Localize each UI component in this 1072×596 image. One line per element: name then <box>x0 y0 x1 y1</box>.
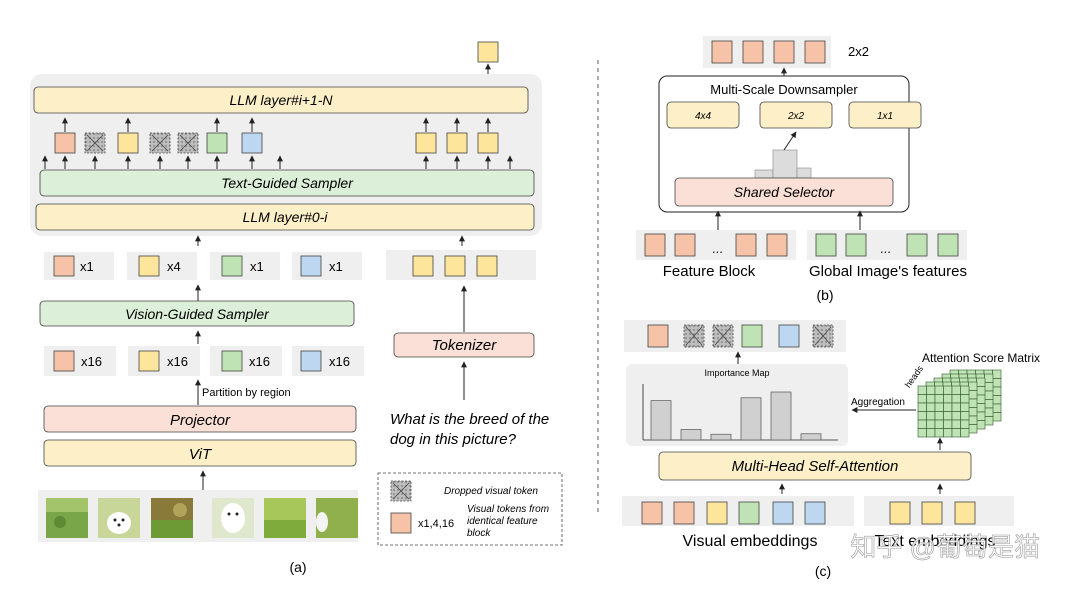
sampled-count-row: x1 x4 x1 x1 <box>44 252 362 280</box>
token-orange <box>54 132 76 154</box>
importance-bars <box>650 391 822 441</box>
ellipsis: ... <box>712 241 723 256</box>
importance-bar <box>710 433 732 441</box>
llm-bottom-label: LLM layer#0-i <box>243 209 329 225</box>
patch-image <box>316 498 358 538</box>
legend-identical-1: Visual tokens from <box>467 504 549 515</box>
mhsa-box <box>658 451 972 481</box>
vit-box <box>43 439 357 467</box>
question-line-2: dog in this picture? <box>390 431 517 448</box>
count-label: x16 <box>329 354 350 369</box>
attention-head-matrix <box>917 385 970 438</box>
shared-selector-label: Shared Selector <box>734 184 836 200</box>
llm-bottom-layer <box>35 203 535 231</box>
text-guided-sampler-label: Text-Guided Sampler <box>221 175 354 191</box>
image-patches <box>38 490 358 542</box>
token-yellow <box>117 132 139 154</box>
question-line-1: What is the breed of the <box>390 411 549 428</box>
patch-image <box>98 498 140 538</box>
llm-token-row <box>54 132 499 154</box>
output-token <box>477 41 499 63</box>
caption-a: (a) <box>289 559 306 575</box>
legend-block-swatch <box>390 512 412 534</box>
token-yellow <box>415 132 437 154</box>
count-label: x1 <box>250 259 264 274</box>
text-guided-sampler <box>39 169 535 197</box>
downsampler-title: Multi-Scale Downsampler <box>710 82 858 97</box>
count-label: x16 <box>249 354 270 369</box>
vision-guided-sampler <box>39 300 355 327</box>
ellipsis: ... <box>880 241 891 256</box>
vit-label: ViT <box>189 446 213 463</box>
aggregation-label: Aggregation <box>851 397 905 408</box>
legend-count: x1,4,16 <box>418 518 454 530</box>
watermark: 知乎 @葡萄是猫 <box>850 532 1040 562</box>
text-token-row <box>386 250 536 280</box>
partition-label: Partition by region <box>202 387 291 399</box>
patch-image <box>212 498 254 538</box>
tokenizer-label: Tokenizer <box>432 337 497 354</box>
legend: Dropped visual token x1,4,16 Visual toke… <box>377 472 563 546</box>
count-label: x16 <box>81 354 102 369</box>
importance-bar <box>680 429 702 441</box>
importance-bar <box>740 397 762 441</box>
region-count-row: x16 x16 x16 x16 <box>44 346 364 376</box>
legend-identical-3: block <box>467 528 491 539</box>
token-yellow <box>446 132 468 154</box>
llm-top-label: LLM layer#i+1-N <box>229 92 333 108</box>
panel-c: Importance Map Aggregation Attention Sco… <box>622 320 1040 579</box>
panel-a: LLM layer#i+1-N <box>30 41 563 575</box>
llm-up-arrows <box>42 117 513 169</box>
shared-selector <box>674 177 894 207</box>
count-label: x16 <box>167 354 188 369</box>
attention-matrix-label: Attention Score Matrix <box>922 351 1040 365</box>
count-label: x1 <box>329 259 343 274</box>
mhsa-label: Multi-Head Self-Attention <box>732 458 899 475</box>
projector-label: Projector <box>170 412 231 429</box>
importance-bar <box>770 391 792 441</box>
token-green <box>206 132 228 154</box>
tokenizer-box <box>393 332 535 358</box>
importance-map-label: Importance Map <box>704 368 769 378</box>
token-yellow <box>477 132 499 154</box>
attention-score-matrix <box>917 369 1002 438</box>
caption-c: (c) <box>815 563 831 579</box>
patch-image <box>151 498 193 538</box>
importance-bar <box>800 433 822 441</box>
vision-guided-sampler-label: Vision-Guided Sampler <box>125 306 270 322</box>
token-blue <box>241 132 263 154</box>
feature-block-label: Feature Block <box>663 263 756 280</box>
caption-b: (b) <box>816 287 833 303</box>
downsample-count: 2x2 <box>848 44 869 59</box>
heads-label: heads <box>903 363 926 389</box>
patch-image <box>46 498 88 538</box>
text-embeddings-label: Text embeddings <box>875 533 996 550</box>
scale-label: 1x1 <box>877 111 893 122</box>
llm-top-layer <box>33 86 529 114</box>
count-label: x1 <box>80 259 94 274</box>
projector-box <box>43 405 357 433</box>
count-label: x4 <box>167 259 181 274</box>
scale-label: 4x4 <box>695 111 712 122</box>
legend-identical-2: identical feature <box>467 516 538 527</box>
visual-embeddings-label: Visual embeddings <box>683 533 818 550</box>
panel-b: 2x2 Multi-Scale Downsampler 4x4 2x2 1x1 … <box>636 36 967 303</box>
scale-label: 2x2 <box>787 111 805 122</box>
importance-bar <box>650 400 672 441</box>
patch-image <box>264 498 306 538</box>
legend-dropped-label: Dropped visual token <box>444 486 538 497</box>
importance-map-panel <box>626 364 848 446</box>
global-features-label: Global Image's features <box>809 263 967 280</box>
